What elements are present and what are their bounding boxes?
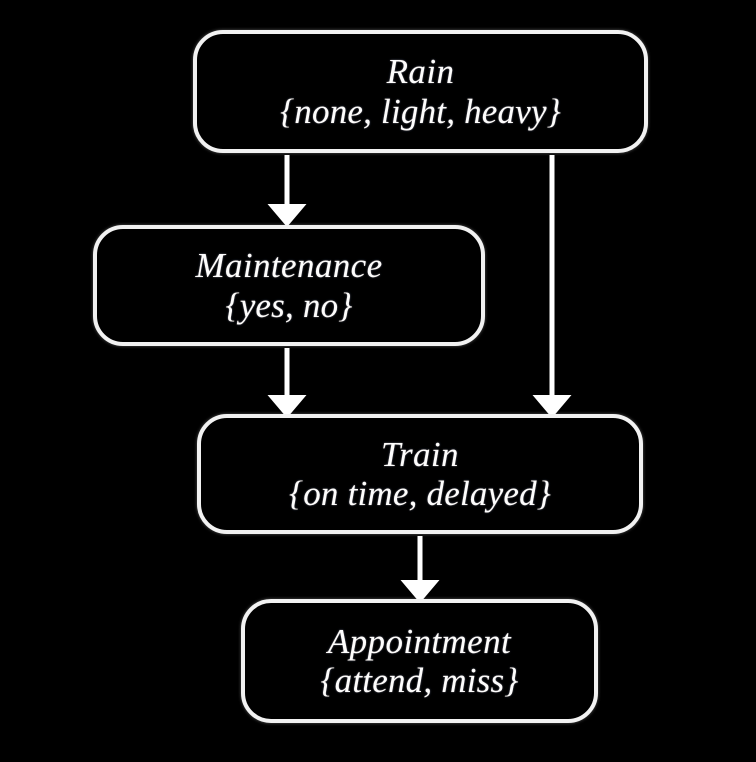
node-train[interactable]: Train {on time, delayed} xyxy=(197,414,643,534)
node-train-states: {on time, delayed} xyxy=(289,474,551,513)
node-maintenance-states: {yes, no} xyxy=(225,285,353,325)
node-maintenance[interactable]: Maintenance {yes, no} xyxy=(93,225,485,346)
node-appointment[interactable]: Appointment {attend, miss} xyxy=(241,599,598,723)
node-rain[interactable]: Rain {none, light, heavy} xyxy=(193,30,648,153)
node-maintenance-title: Maintenance xyxy=(195,246,383,286)
node-rain-title: Rain xyxy=(386,52,455,92)
node-appointment-title: Appointment xyxy=(327,621,512,661)
node-rain-states: {none, light, heavy} xyxy=(280,91,561,131)
node-train-title: Train xyxy=(381,434,459,474)
node-appointment-states: {attend, miss} xyxy=(320,661,519,700)
